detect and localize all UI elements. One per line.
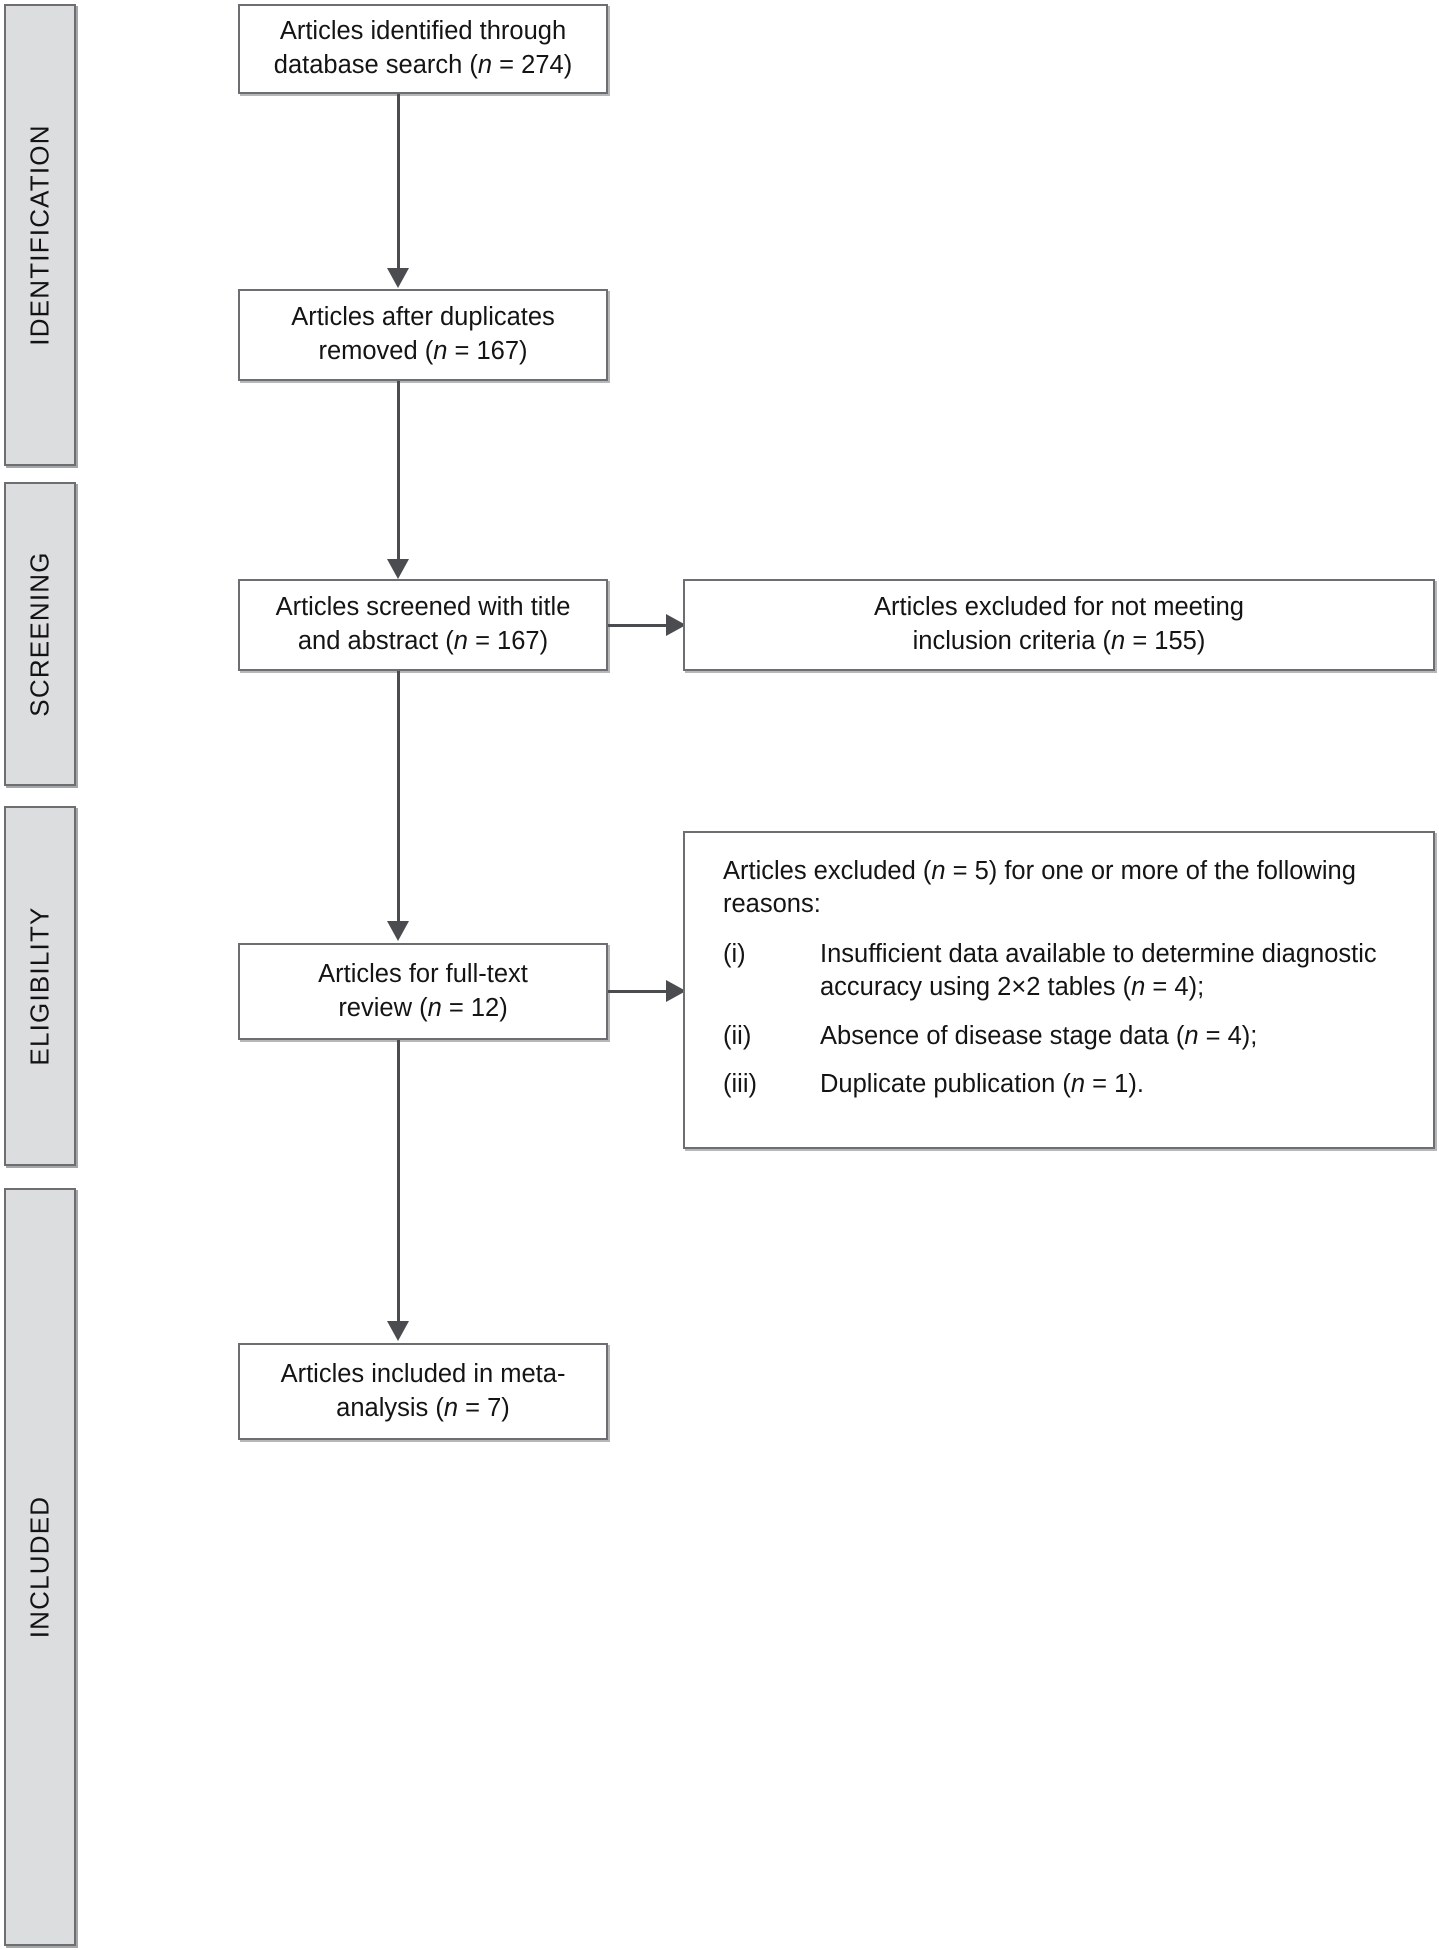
exclusion-reason-text-post: = 4); [1198,1021,1258,1050]
node-identified-line2-post: = 274) [492,51,573,79]
node-duplicates-line2-pre: removed ( [318,337,434,365]
exclusion-reason-n-symbol: n [1070,1069,1086,1098]
node-duplicates-line2-post: = 167) [447,337,528,365]
node-fulltext-line1: Articles for full-text [318,959,528,988]
exclusion-reason-item: (ii) Absence of disease stage data (n = … [723,1020,1413,1053]
arrowhead-down-included [387,1321,409,1341]
arrowhead-down-screened [387,559,409,579]
node-duplicates-line1: Articles after duplicates [291,303,555,332]
node-included-line2-post: = 7) [458,1393,510,1422]
arrowhead-right-excluded-eligibility [666,980,686,1002]
node-articles-excluded-screening: Articles excluded for not meeting inclus… [683,579,1435,671]
stage-label-eligibility: ELIGIBILITY [24,906,55,1066]
node-excluded-screening-line2-post: = 155) [1125,627,1206,655]
node-identified-line2-pre: database search ( [273,51,478,79]
stage-block-identification: IDENTIFICATION [4,4,76,466]
node-included-line1: Articles included in meta- [280,1359,566,1388]
node-articles-fulltext-review: Articles for full-text review (n = 12) [238,943,608,1040]
arrowhead-right-excluded-screening [666,614,686,636]
exclusion-reason-text: Insufficient data available to determine… [820,938,1413,1005]
node-fulltext-n-symbol: n [427,993,442,1022]
stage-block-screening: SCREENING [4,482,76,786]
connector-fulltext-to-excluded [608,990,669,993]
arrowhead-down-duplicates [387,268,409,288]
node-screened-n-symbol: n [453,627,468,655]
node-articles-screened: Articles screened with title and abstrac… [238,579,608,671]
exclusion-reason-text-pre: Insufficient data available to determine… [820,939,1377,1002]
node-screened-line2-post: = 167) [467,627,549,655]
node-fulltext-line2-post: = 12) [441,993,508,1022]
exclusion-reason-n-symbol: n [1131,973,1146,1002]
exclusion-reason-list: (i) Insufficient data available to deter… [723,938,1413,1102]
connector-identified-to-duplicates [397,94,400,270]
node-excluded-screening-line1: Articles excluded for not meeting [874,593,1244,622]
exclusion-reason-text-pre: Duplicate publication ( [820,1069,1071,1098]
stage-label-identification: IDENTIFICATION [24,124,55,346]
node-excluded-screening-line2-pre: inclusion criteria ( [912,627,1112,655]
exclusion-reason-text: Absence of disease stage data (n = 4); [820,1020,1413,1053]
exclusion-reason-marker: (iii) [723,1069,757,1098]
stage-label-screening: SCREENING [24,551,55,717]
exclusion-reason-marker: (ii) [723,1021,752,1050]
node-articles-identified: Articles identified through database sea… [238,4,608,94]
exclusion-reason-text: Duplicate publication (n = 1). [820,1068,1413,1101]
node-articles-excluded-eligibility: Articles excluded (n = 5) for one or mor… [683,831,1435,1149]
arrowhead-down-fulltext [387,921,409,941]
excluded-eligibility-lead-pre: Articles excluded ( [723,857,932,885]
connector-screened-to-fulltext [397,671,400,925]
exclusion-reason-item: (iii) Duplicate publication (n = 1). [723,1068,1413,1101]
node-identified-line1: Articles identified through [279,17,567,46]
node-fulltext-line2-pre: review ( [338,993,428,1022]
exclusion-reason-text-post: = 1). [1085,1069,1144,1098]
stage-label-included: INCLUDED [24,1495,55,1639]
node-articles-included: Articles included in meta- analysis (n =… [238,1343,608,1440]
node-screened-line2-pre: and abstract ( [297,627,454,655]
exclusion-reason-text-pre: Absence of disease stage data ( [820,1021,1185,1050]
connector-duplicates-to-screened [397,381,400,562]
stage-block-included: INCLUDED [4,1188,76,1946]
node-excluded-screening-n-symbol: n [1111,627,1126,655]
exclusion-reason-item: (i) Insufficient data available to deter… [723,938,1413,1005]
exclusion-reason-marker: (i) [723,939,746,968]
connector-screened-to-excluded [608,624,669,627]
connector-fulltext-to-included [397,1040,400,1325]
excluded-eligibility-lead-post: = 5) for one or more of the following re… [723,857,1356,919]
stage-block-eligibility: ELIGIBILITY [4,806,76,1166]
node-identified-n-symbol: n [477,51,493,79]
node-articles-after-duplicates: Articles after duplicates removed (n = 1… [238,289,608,381]
excluded-eligibility-lead: Articles excluded (n = 5) for one or mor… [723,855,1413,922]
node-included-n-symbol: n [443,1393,459,1422]
excluded-eligibility-n-symbol: n [931,857,946,885]
node-screened-line1: Articles screened with title [275,593,571,622]
node-duplicates-n-symbol: n [433,337,448,365]
node-included-line2-pre: analysis ( [336,1393,444,1422]
exclusion-reason-text-post: = 4); [1145,973,1205,1002]
exclusion-reason-n-symbol: n [1184,1021,1199,1050]
